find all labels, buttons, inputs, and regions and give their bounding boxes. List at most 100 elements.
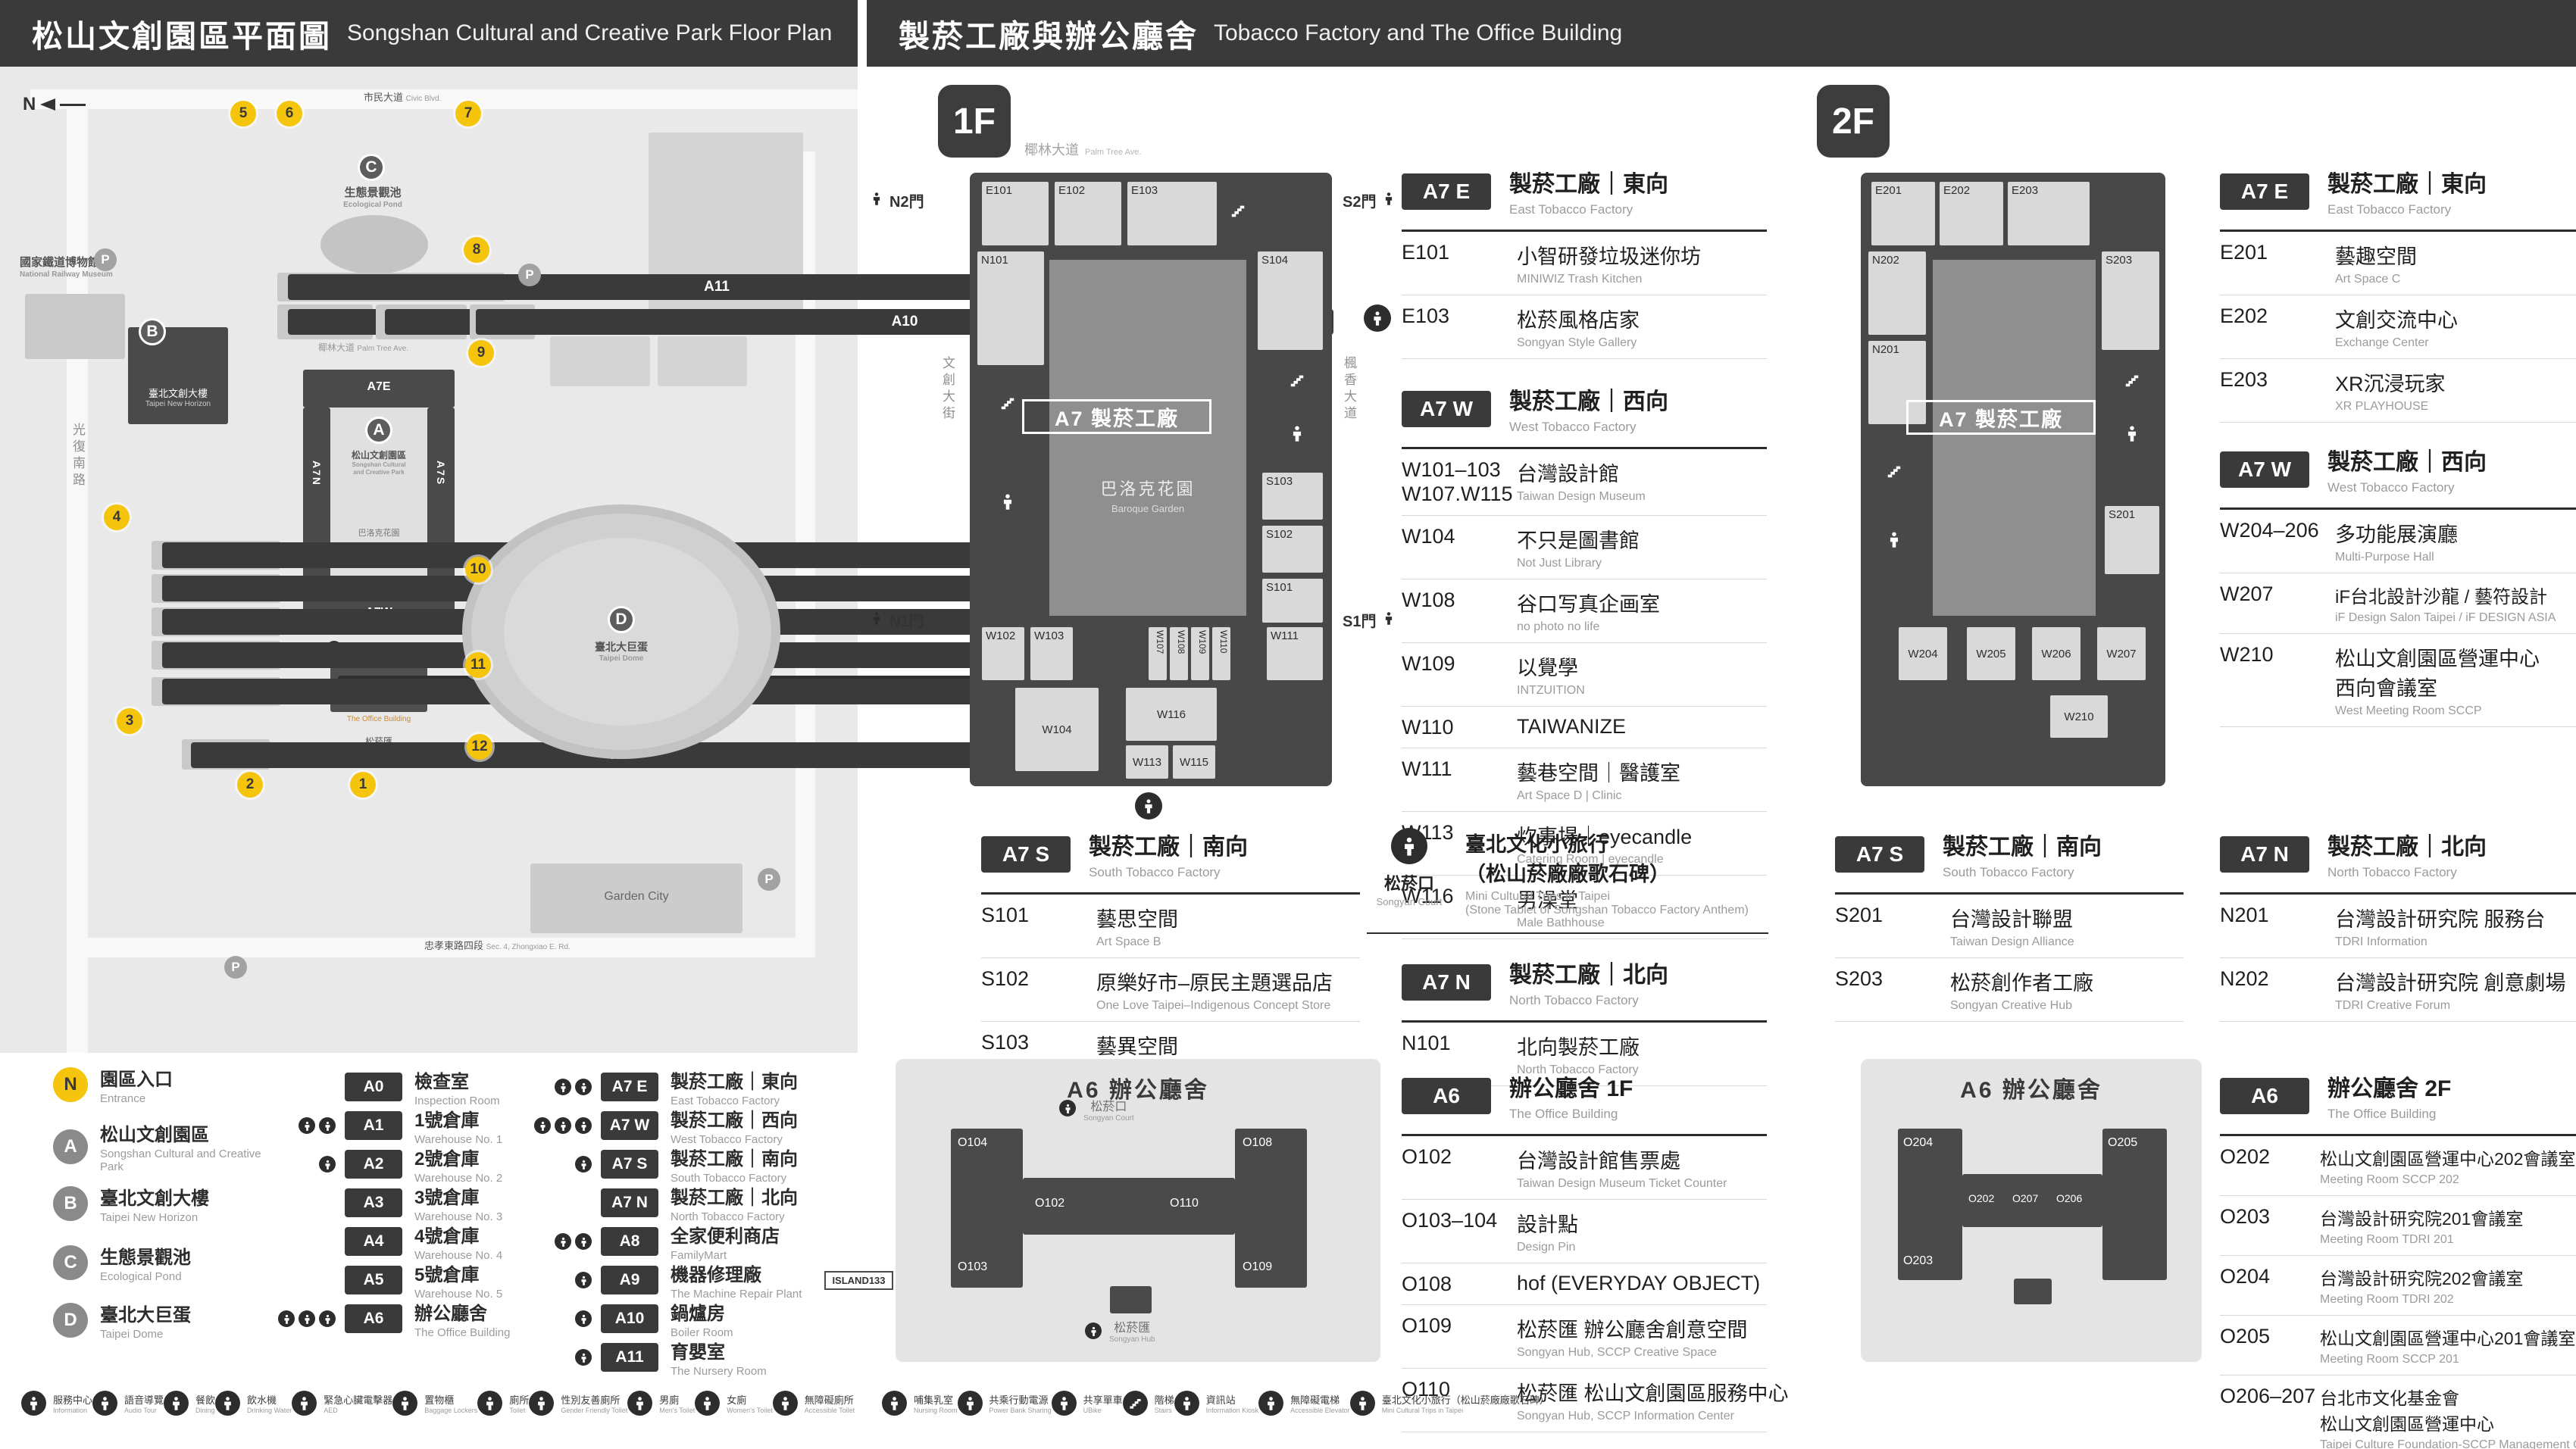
plan-room-S104[interactable]: S104 (1258, 251, 1323, 350)
plan-room-O206[interactable]: O206 (2056, 1192, 2083, 1204)
plan-room-O108[interactable]: O108 (1243, 1136, 1273, 1149)
plan-room-W103[interactable]: W103 (1030, 627, 1073, 680)
plan-room-E103[interactable]: E103 (1127, 182, 1217, 245)
plan-room-O203[interactable]: O203 (1903, 1254, 1934, 1267)
plan-room-S201[interactable]: S201 (2105, 506, 2159, 574)
entrance-marker-11[interactable]: 11 (465, 652, 491, 678)
plan-room-W113[interactable]: W113 (1126, 745, 1168, 779)
entrance-marker-6[interactable]: 6 (277, 101, 302, 126)
plan-room-W207[interactable]: W207 (2097, 627, 2146, 680)
dir-row-O108[interactable]: O108 hof (EVERYDAY OBJECT) (1402, 1263, 1767, 1306)
dir-row-W110[interactable]: W110 TAIWANIZE (1402, 707, 1767, 749)
floor-badge-2f[interactable]: 2F (1817, 85, 1890, 158)
plan-room-E102[interactable]: E102 (1055, 182, 1121, 245)
railway-museum-block[interactable] (25, 294, 125, 359)
area-badge-b[interactable]: B (139, 318, 166, 345)
a7-east-wing[interactable] (303, 370, 455, 408)
area-badge-d[interactable]: D (608, 606, 635, 633)
plan-room-O202[interactable]: O202 (1968, 1192, 1995, 1204)
a7s-wing-label: A7S (435, 461, 447, 486)
plan-room-W116[interactable]: W116 (1126, 688, 1217, 741)
floor-badge-1f[interactable]: 1F (938, 85, 1011, 158)
plan-room-E203[interactable]: E203 (2008, 182, 2090, 245)
plan-room-W115[interactable]: W115 (1173, 745, 1215, 779)
entrance-marker-4[interactable]: 4 (104, 504, 130, 530)
garden-city-block[interactable] (530, 863, 742, 933)
entrance-marker-9[interactable]: 9 (468, 340, 494, 366)
area-badge-c[interactable]: C (358, 154, 385, 181)
plan-room-O104[interactable]: O104 (958, 1136, 988, 1149)
area-badge-a[interactable]: A (365, 417, 392, 444)
plan-room-W210[interactable]: W210 (2050, 695, 2108, 738)
plan-room-O205[interactable]: O205 (2108, 1136, 2138, 1149)
ecological-pond[interactable] (320, 215, 428, 274)
plan-room-W104[interactable]: W104 (1015, 688, 1099, 771)
plan-room-O207[interactable]: O207 (2012, 1192, 2039, 1204)
plan-room-W204[interactable]: W204 (1899, 627, 1947, 680)
plan-room-O110[interactable]: O110 (1170, 1197, 1199, 1210)
plan-room-O109[interactable]: O109 (1243, 1260, 1273, 1273)
plan-room-O103[interactable]: O103 (958, 1260, 988, 1273)
plan-room-W110[interactable]: W110 (1212, 627, 1230, 680)
plan-room-W206[interactable]: W206 (2032, 627, 2080, 680)
entrance-marker-3[interactable]: 3 (117, 708, 142, 734)
plan-room-S101[interactable]: S101 (1262, 579, 1323, 623)
entrance-marker-1[interactable]: 1 (350, 772, 376, 798)
plan-room-S203[interactable]: S203 (2102, 251, 2159, 350)
entrance-marker-2[interactable]: 2 (237, 772, 263, 798)
plan-room-S102[interactable]: S102 (1262, 526, 1323, 573)
entrance-marker-5[interactable]: 5 (230, 101, 256, 126)
plan-room-N201[interactable]: N201 (1868, 341, 1926, 424)
plan-room-N202[interactable]: N202 (1868, 251, 1926, 335)
plan-room-W205[interactable]: W205 (1967, 627, 2015, 680)
plan-room-W109[interactable]: W109 (1191, 627, 1209, 680)
court-item[interactable]: 臺北文化小旅行 （松山菸廠廠歌石碑） Mini Cultural Trips i… (1465, 828, 1749, 917)
entrance-marker-7[interactable]: 7 (455, 101, 481, 126)
entrance-marker-10[interactable]: 10 (465, 557, 491, 582)
plan-room-O204[interactable]: O204 (1903, 1136, 1934, 1149)
plan-room-W108[interactable]: W108 (1170, 627, 1188, 680)
plan-room-S103[interactable]: S103 (1262, 473, 1323, 520)
entrance-marker-12[interactable]: 12 (467, 734, 492, 760)
plan-room-W111[interactable]: W111 (1267, 627, 1323, 680)
plan-room-E202[interactable]: E202 (1940, 182, 2003, 245)
entrance-marker-8[interactable]: 8 (464, 237, 489, 263)
plan-room-N101[interactable]: N101 (977, 251, 1044, 365)
plan-room-E101[interactable]: E101 (982, 182, 1049, 245)
plan-room-W107[interactable]: W107 (1149, 627, 1167, 680)
plan-room-W102[interactable]: W102 (982, 627, 1024, 680)
plan-room-E201[interactable]: E201 (1871, 182, 1935, 245)
plan-room-O102[interactable]: O102 (1035, 1197, 1065, 1210)
